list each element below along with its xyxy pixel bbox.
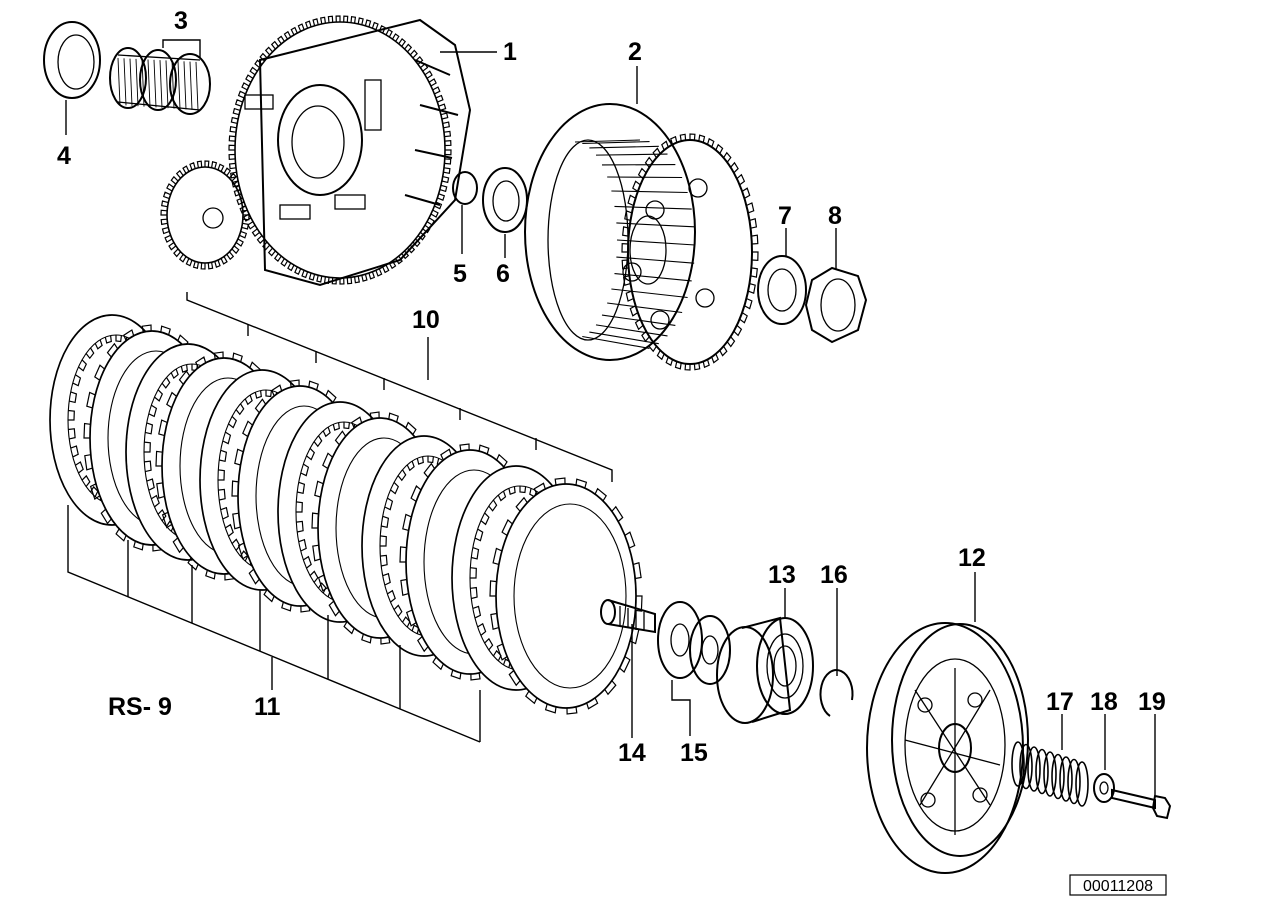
part-19-bolt — [1111, 788, 1172, 820]
callout-19: 19 — [1138, 688, 1166, 716]
callout-12: 12 — [958, 544, 986, 572]
callout-14: 14 — [618, 739, 646, 767]
reference-number: 00011208 — [1083, 878, 1153, 895]
part-6-thrust-washer — [482, 167, 528, 233]
callout-13: 13 — [768, 561, 796, 589]
callout-2: 2 — [628, 38, 642, 66]
part-15-washers — [657, 601, 731, 685]
part-7-lock-washer — [757, 255, 807, 325]
callout-5: 5 — [453, 260, 467, 288]
callout-10: 10 — [412, 306, 440, 334]
part-2-clutch-hub — [524, 103, 759, 371]
callout-6: 6 — [496, 260, 510, 288]
part-8-nut — [804, 266, 868, 344]
part-18-washer — [1093, 773, 1115, 803]
part-13-ball-bearing — [716, 616, 814, 724]
callout-7: 7 — [778, 202, 792, 230]
part-5-circlip — [452, 171, 478, 205]
callout-11: 11 — [254, 693, 281, 721]
part-12-pressure-plate — [866, 622, 1029, 874]
callout-3: 3 — [174, 7, 188, 35]
bracket-10 — [186, 292, 613, 482]
callout-18: 18 — [1090, 688, 1118, 716]
callout-17: 17 — [1046, 688, 1074, 716]
part-17-spring — [1011, 741, 1089, 807]
parts-10-11-clutch-plate-pack — [49, 314, 643, 715]
part-4-seal-ring — [43, 21, 101, 99]
model-label: RS- 9 — [108, 693, 172, 721]
part-16-circlip — [819, 669, 854, 717]
part-3-needle-bearings — [109, 47, 211, 115]
part-1-clutch-housing — [160, 15, 472, 287]
leader-lines — [65, 39, 1156, 795]
callout-1: 1 — [503, 38, 517, 66]
bracket-11 — [67, 505, 481, 743]
needle-lines — [117, 57, 199, 111]
callout-16: 16 — [820, 561, 848, 589]
callout-4: 4 — [57, 142, 71, 170]
callout-15: 15 — [680, 739, 708, 767]
reference-box — [1069, 874, 1167, 896]
callout-8: 8 — [828, 202, 842, 230]
